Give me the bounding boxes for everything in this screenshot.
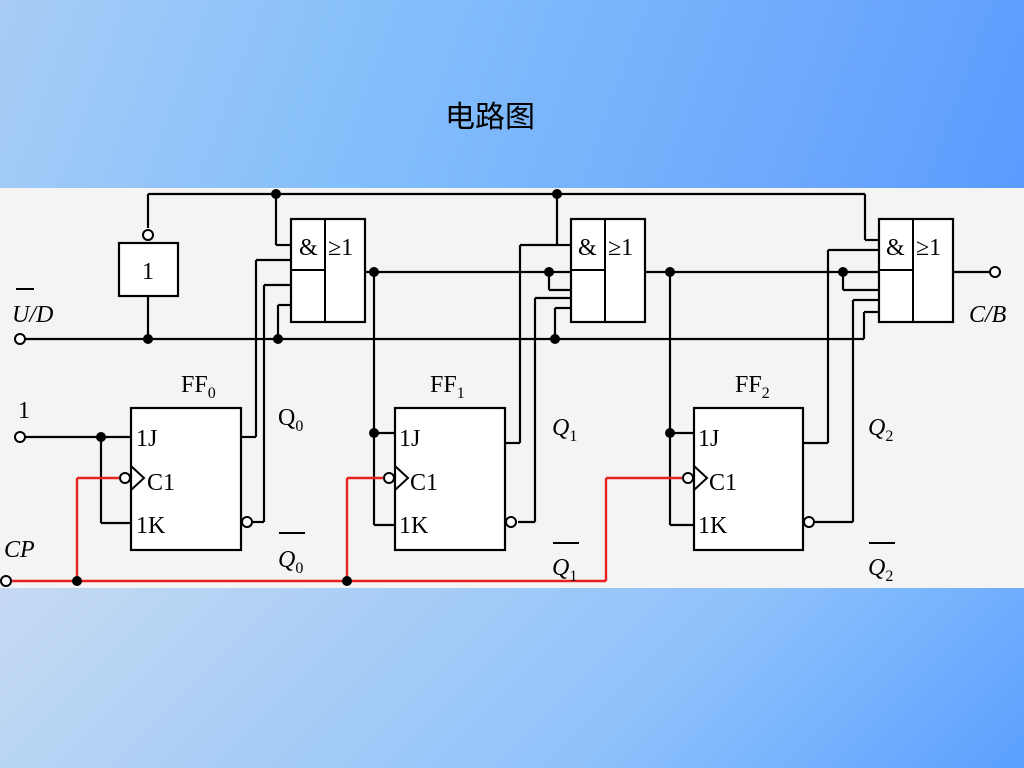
ff1-j-label: 1J bbox=[399, 426, 420, 452]
ff2-k-label: 1K bbox=[698, 513, 728, 539]
q0-bar-label: Q0 bbox=[278, 547, 303, 577]
q1-label: Q1 bbox=[552, 415, 577, 445]
ff1-c-label: C1 bbox=[410, 470, 438, 496]
cp-label: CP bbox=[4, 537, 35, 563]
gate-2-and-label: & bbox=[886, 235, 905, 261]
flipflop-ff1: 1J C1 1K FF1 Q1 Q1 bbox=[383, 372, 579, 585]
ff0-name: FF0 bbox=[181, 372, 216, 402]
flipflop-ff0: 1J C1 1K FF0 Q0 Q0 bbox=[119, 372, 305, 577]
ff1-name: FF1 bbox=[430, 372, 465, 402]
inverter-label: 1 bbox=[142, 259, 154, 285]
gate-1-and-label: & bbox=[578, 235, 597, 261]
ff2-c-label: C1 bbox=[709, 470, 737, 496]
and-or-gate-1: & ≥1 bbox=[569, 217, 647, 324]
gate-0-or-label: ≥1 bbox=[328, 235, 353, 261]
cb-label: C/B bbox=[969, 302, 1007, 328]
ff0-j-label: 1J bbox=[136, 426, 157, 452]
ff0-k-label: 1K bbox=[136, 513, 166, 539]
inverter-gate bbox=[117, 241, 180, 298]
ff2-j-label: 1J bbox=[698, 426, 719, 452]
and-or-gate-2: & ≥1 bbox=[877, 217, 955, 324]
and-or-gate-0: & ≥1 bbox=[289, 217, 367, 324]
ff2-name: FF2 bbox=[735, 372, 770, 402]
gate-0-and-label: & bbox=[299, 235, 318, 261]
clock-wires bbox=[10, 476, 682, 583]
header-band bbox=[0, 0, 1024, 188]
cb-terminal bbox=[989, 266, 1001, 278]
gate-1-or-label: ≥1 bbox=[608, 235, 633, 261]
flipflop-ff2: 1J C1 1K FF2 Q2 Q2 bbox=[682, 372, 895, 585]
q2-bar-label: Q2 bbox=[868, 555, 893, 585]
cp-terminal bbox=[0, 575, 12, 587]
q1-bar-label: Q1 bbox=[552, 555, 577, 585]
inverter-bubble bbox=[142, 229, 154, 241]
page-title: 电路图 bbox=[445, 100, 535, 135]
one-terminal bbox=[14, 431, 26, 443]
ud-terminal bbox=[14, 333, 26, 345]
gate-2-or-label: ≥1 bbox=[916, 235, 941, 261]
q2-label: Q2 bbox=[868, 415, 893, 445]
input-one-label: 1 bbox=[18, 398, 30, 424]
ud-label: U/D bbox=[12, 302, 53, 328]
ff0-c-label: C1 bbox=[147, 470, 175, 496]
q0-label: Q0 bbox=[278, 405, 303, 435]
ff1-k-label: 1K bbox=[399, 513, 429, 539]
